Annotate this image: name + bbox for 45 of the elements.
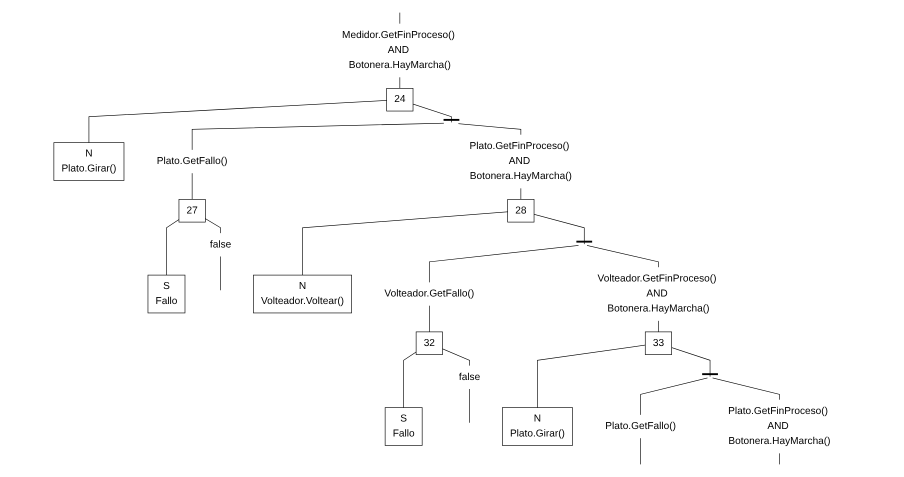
node-bar bbox=[576, 240, 592, 243]
connector bbox=[429, 245, 579, 283]
connector bbox=[429, 305, 430, 332]
node-box: N Volteador.Voltear() bbox=[253, 274, 352, 314]
node-text: false bbox=[458, 372, 480, 382]
node-box: 33 bbox=[644, 332, 672, 355]
connector bbox=[640, 378, 708, 416]
connector bbox=[302, 211, 508, 276]
connector bbox=[458, 123, 522, 136]
connector bbox=[88, 100, 387, 143]
connector bbox=[192, 122, 444, 150]
connector bbox=[586, 245, 659, 268]
connector bbox=[220, 256, 221, 291]
connector bbox=[779, 452, 780, 465]
node-text: Plato.GetFinProceso() AND Botonera.HayMarcha() bbox=[728, 406, 831, 447]
node-box: 24 bbox=[386, 88, 414, 112]
connector bbox=[205, 218, 221, 234]
node-text: Plato.GetFallo() bbox=[156, 156, 228, 167]
node-text: Medidor.GetFinProceso() AND Botonera.HayMarcha() bbox=[342, 30, 455, 71]
connector bbox=[412, 104, 452, 123]
node-text: Volteador.GetFinProceso() AND Botonera.HayMarcha() bbox=[598, 273, 717, 314]
node-text: Plato.GetFinProceso() AND Botonera.HayMarcha() bbox=[470, 140, 572, 182]
connector bbox=[442, 348, 470, 366]
connector bbox=[712, 378, 780, 400]
node-bar bbox=[702, 373, 718, 376]
node-box: S Fallo bbox=[148, 274, 186, 314]
node-text: false bbox=[210, 239, 232, 250]
connector bbox=[166, 219, 180, 276]
connector bbox=[640, 438, 641, 465]
connector bbox=[534, 214, 585, 244]
connector bbox=[520, 188, 522, 200]
node-box: N Plato.Girar() bbox=[502, 407, 573, 446]
connector bbox=[658, 320, 659, 332]
node-box: 27 bbox=[178, 199, 206, 222]
connector bbox=[671, 347, 710, 377]
connector bbox=[537, 344, 646, 408]
node-box: S Fallo bbox=[384, 407, 422, 446]
node-bar bbox=[444, 118, 460, 121]
connector bbox=[403, 352, 416, 408]
node-text: Volteador.GetFallo() bbox=[384, 288, 474, 300]
node-box: N Plato.Girar() bbox=[54, 142, 124, 181]
node-text: Plato.GetFallo() bbox=[605, 420, 676, 432]
connector bbox=[469, 388, 470, 424]
node-box: 32 bbox=[416, 332, 443, 355]
node-box: 28 bbox=[507, 199, 534, 222]
